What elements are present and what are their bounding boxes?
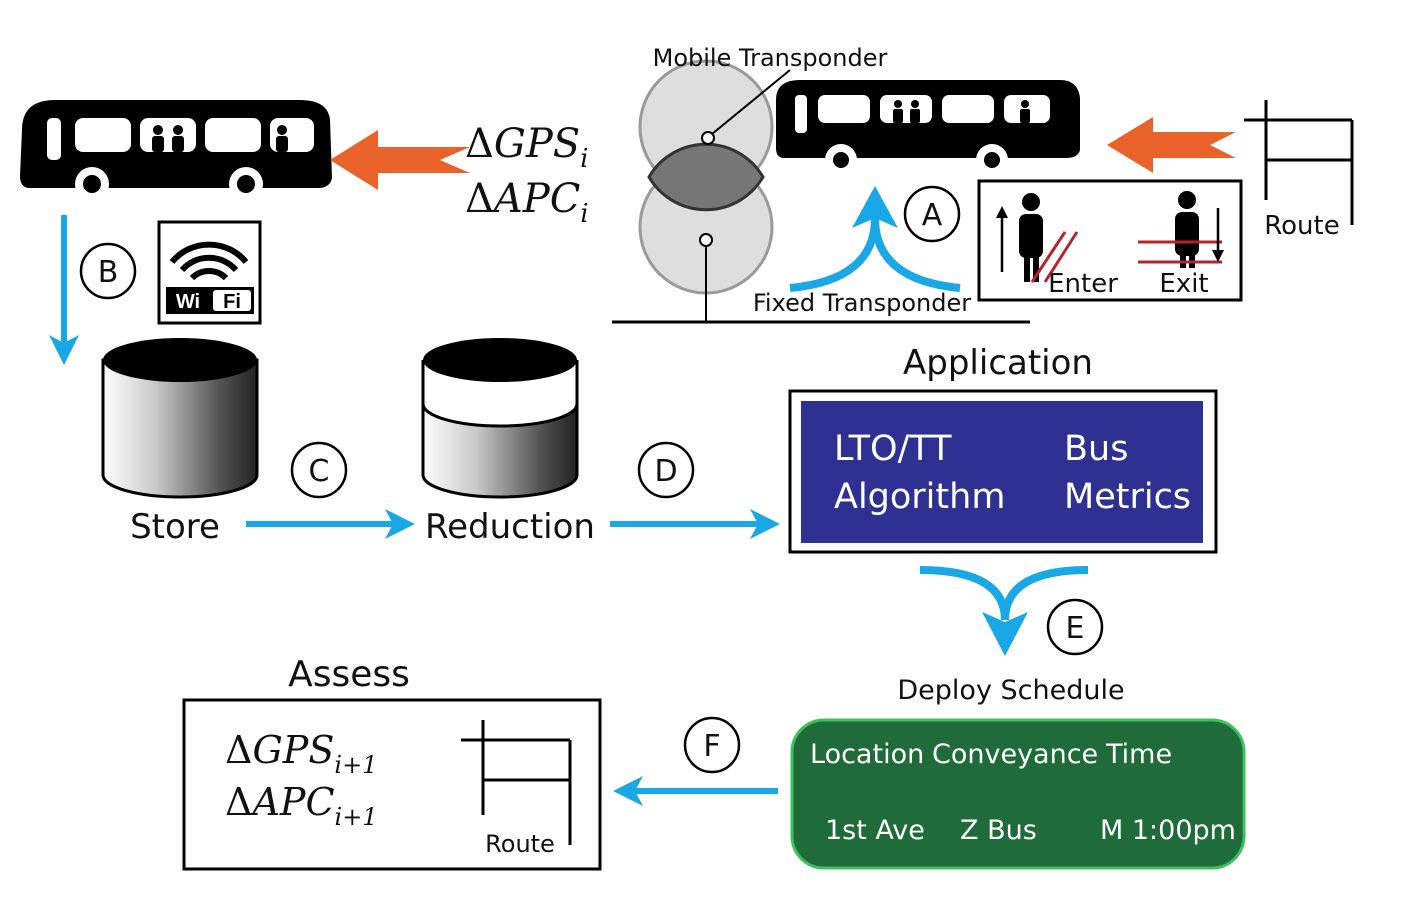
schedule-panel	[790, 718, 1246, 870]
delta-apc-next-label: ΔAPCi+1	[225, 780, 378, 831]
bus-right-icon	[776, 80, 1080, 176]
assess-panel	[182, 698, 602, 871]
delta-gps-i-label: ΔGPSi	[465, 121, 589, 174]
step-c-marker: C	[290, 441, 348, 499]
deploy-schedule-label: Deploy Schedule	[897, 675, 1124, 706]
svg-text:F: F	[703, 729, 720, 764]
enter-exit-panel	[977, 179, 1243, 302]
step-f-marker: F	[683, 716, 741, 774]
svg-text:Wi: Wi	[176, 291, 200, 313]
route-label-top: Route	[1264, 211, 1339, 241]
data-arrow-right	[1107, 117, 1236, 173]
delta-gps-next-label: ΔGPSi+1	[225, 728, 377, 779]
application-title: Application	[903, 343, 1093, 383]
step-e-marker: E	[1046, 598, 1104, 656]
store-database-icon	[101, 338, 259, 499]
enter-label: Enter	[1048, 269, 1118, 299]
application-metrics-label: Metrics	[1064, 477, 1191, 517]
schedule-header-time: Time	[1105, 739, 1172, 770]
wifi-icon: Wi Fi	[157, 220, 262, 325]
svg-text:Fi: Fi	[223, 291, 241, 313]
step-b-marker: B	[79, 242, 137, 300]
reduction-database-icon	[421, 338, 579, 499]
application-algorithm-label: Algorithm	[834, 477, 1005, 517]
step-d-marker: D	[637, 441, 695, 499]
store-label: Store	[130, 507, 220, 547]
bus-left-icon	[20, 100, 332, 201]
route-label-assess: Route	[485, 830, 555, 858]
delta-apc-i-label: ΔAPCi	[465, 176, 589, 229]
schedule-cell-conveyance: Z Bus	[960, 815, 1037, 846]
arrow-application-to-schedule	[919, 566, 1089, 656]
schedule-header-location: Location	[810, 739, 924, 770]
svg-text:D: D	[654, 454, 677, 489]
application-bus-label: Bus	[1064, 429, 1128, 469]
fixed-transponder-label: Fixed Transponder	[753, 289, 971, 317]
application-panel	[788, 389, 1218, 554]
schedule-header-conveyance: Conveyance	[932, 739, 1098, 770]
transponder-arrow-icon	[789, 186, 961, 292]
exit-label: Exit	[1159, 269, 1208, 299]
transponder-venn	[612, 59, 1030, 324]
svg-text:A: A	[922, 198, 943, 233]
application-lto-label: LTO/TT	[834, 429, 952, 469]
svg-text:C: C	[309, 454, 330, 489]
assess-title: Assess	[288, 654, 410, 695]
schedule-cell-time: M 1:00pm	[1100, 815, 1236, 846]
route-icon-top	[1244, 100, 1354, 225]
data-arrow-left	[330, 130, 470, 190]
mobile-transponder-label: Mobile Transponder	[653, 44, 888, 72]
step-a-marker: A	[903, 185, 961, 243]
svg-text:E: E	[1066, 611, 1085, 646]
route-icon-assess	[461, 720, 572, 845]
reduction-label: Reduction	[425, 507, 595, 547]
schedule-cell-location: 1st Ave	[825, 815, 925, 846]
svg-text:B: B	[98, 255, 119, 290]
